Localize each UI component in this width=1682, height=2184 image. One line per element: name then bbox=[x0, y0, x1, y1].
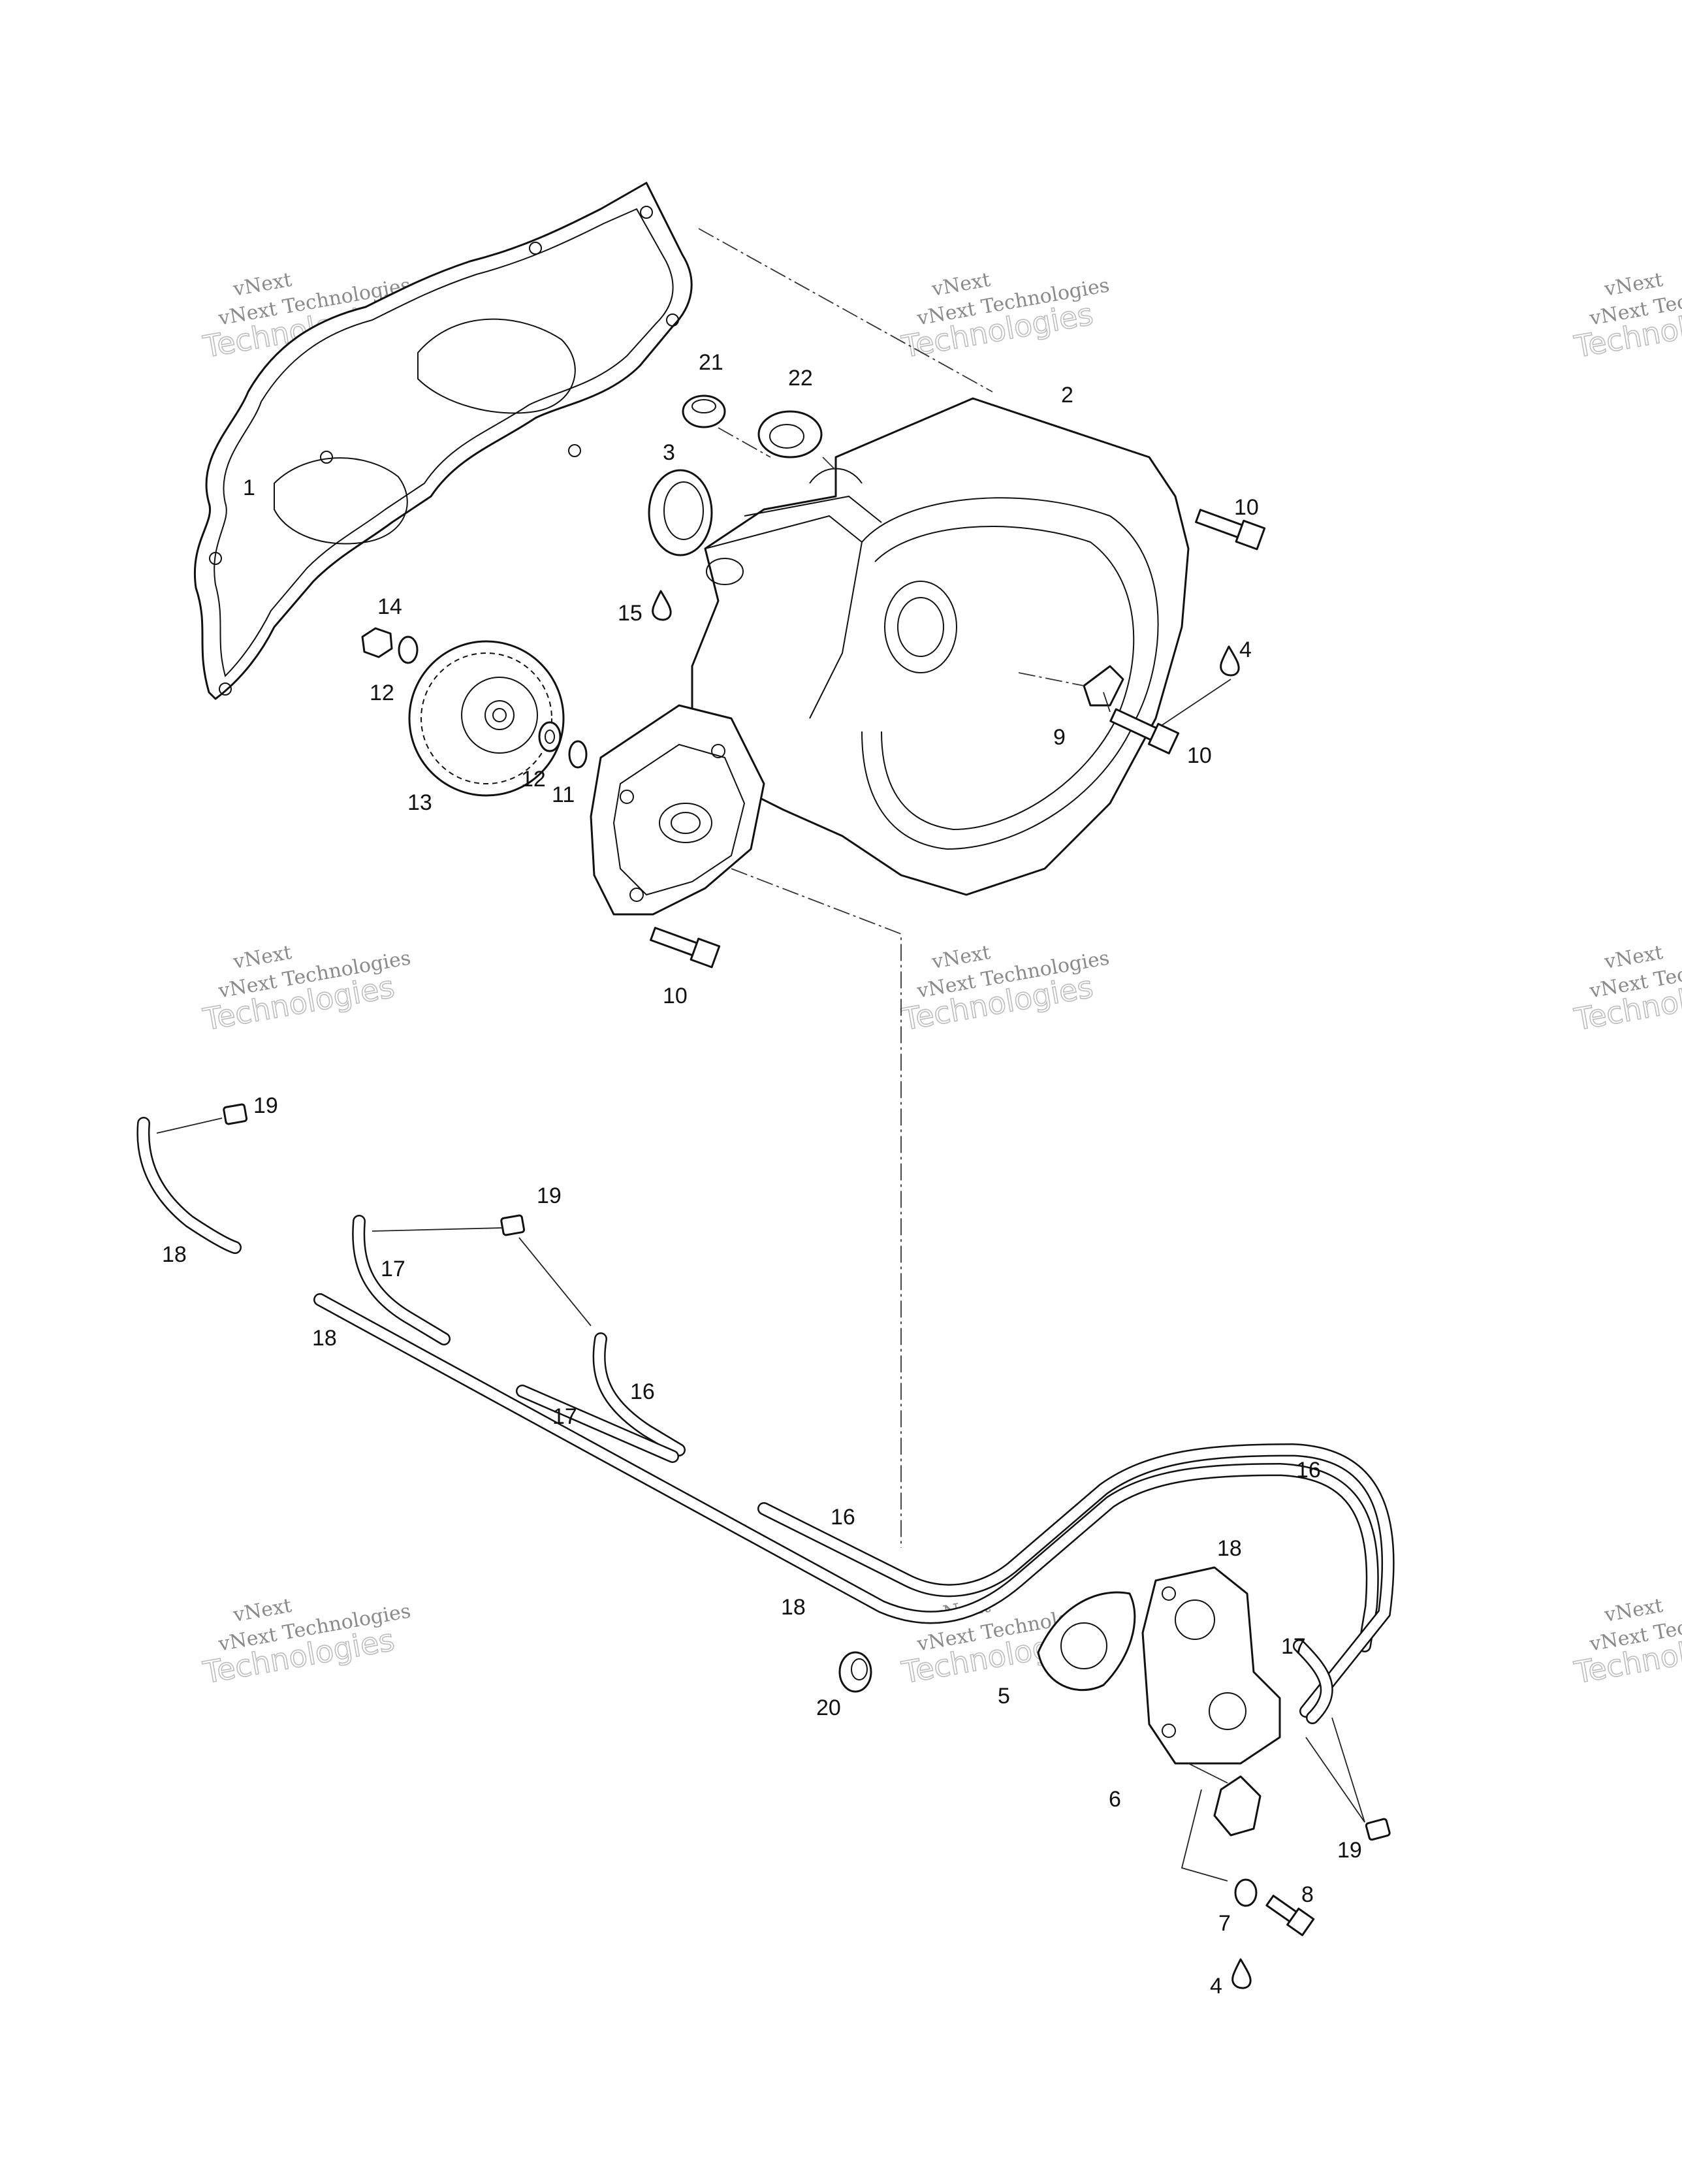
gasket-hole-2 bbox=[529, 242, 542, 255]
nut-part-14 bbox=[361, 627, 393, 658]
watermark-low-left: vNext vNext Technologies Technologies bbox=[200, 1594, 413, 1691]
gasket-hole-7 bbox=[219, 682, 232, 696]
hose-part-17-left bbox=[352, 1215, 451, 1345]
callout-16-right: 16 bbox=[1296, 1458, 1321, 1483]
clip-part-19-b bbox=[500, 1214, 526, 1236]
sleeve-part-20 bbox=[838, 1651, 872, 1693]
callout-3: 3 bbox=[663, 440, 675, 465]
gasket-hole-6 bbox=[209, 552, 222, 565]
alignment-line-gasket bbox=[698, 228, 993, 393]
droplet-icon-15 bbox=[652, 590, 672, 621]
callout-18-left: 18 bbox=[312, 1326, 337, 1351]
callout-labels: 1 2 3 4 4 5 6 7 8 9 10 10 10 11 12 12 13… bbox=[162, 350, 1362, 1999]
hose-part-18-long bbox=[313, 1293, 1379, 1652]
watermark-mid-left: vNext vNext Technologies Technologies bbox=[200, 941, 413, 1038]
washer-part-7 bbox=[1234, 1878, 1258, 1907]
housing-port bbox=[706, 558, 744, 585]
callout-2: 2 bbox=[1061, 383, 1073, 408]
callout-17-right: 17 bbox=[1281, 1634, 1306, 1659]
callout-4-top: 4 bbox=[1239, 637, 1252, 662]
callout-17-left: 17 bbox=[381, 1257, 405, 1281]
watermark-top-right: vNext vNext Technologies Technologies bbox=[1571, 268, 1682, 365]
hose-part-18-upper-left bbox=[136, 1117, 242, 1254]
callout-1: 1 bbox=[243, 475, 255, 500]
oil-seal-part-3 bbox=[648, 469, 713, 556]
callout-5: 5 bbox=[998, 1684, 1010, 1709]
watermark-mid-center: vNext vNext Technologies Technologies bbox=[898, 941, 1111, 1038]
hose-part-17-mid bbox=[516, 1385, 679, 1463]
callout-15: 15 bbox=[618, 601, 643, 626]
hose-part-17-right bbox=[1293, 1639, 1333, 1724]
callout-10-low: 10 bbox=[663, 984, 688, 1008]
pump-lever bbox=[1213, 1775, 1262, 1837]
callout-12-lower: 12 bbox=[521, 767, 546, 792]
callout-17-mid: 17 bbox=[552, 1404, 577, 1429]
clip-part-19-a bbox=[223, 1103, 248, 1125]
bolt-part-10-mid bbox=[1109, 708, 1180, 755]
gasket-part-1 bbox=[194, 182, 693, 700]
callout-13: 13 bbox=[407, 790, 432, 815]
callout-10-mid: 10 bbox=[1187, 743, 1212, 768]
housing-bore bbox=[884, 581, 957, 673]
callout-7: 7 bbox=[1218, 1911, 1231, 1936]
callout-21: 21 bbox=[699, 350, 723, 375]
plug-part-22 bbox=[757, 410, 823, 458]
clip-part-19-c bbox=[1365, 1818, 1391, 1841]
callout-12-upper: 12 bbox=[370, 681, 394, 705]
plug-part-21 bbox=[682, 394, 726, 428]
pump-gasket-part-5 bbox=[1037, 1591, 1136, 1692]
hose-part-16-long bbox=[757, 1443, 1395, 1718]
watermark-top-center: vNext vNext Technologies Technologies bbox=[898, 268, 1111, 365]
callout-19-c: 19 bbox=[1337, 1838, 1362, 1863]
callout-19-b: 19 bbox=[537, 1183, 562, 1208]
callout-16-mid: 16 bbox=[831, 1505, 855, 1530]
gasket-hole-4 bbox=[568, 444, 581, 457]
callout-14: 14 bbox=[377, 594, 402, 619]
gasket-hole-1 bbox=[640, 206, 653, 219]
callout-20: 20 bbox=[816, 1695, 841, 1720]
callout-11: 11 bbox=[552, 782, 575, 807]
bolt-part-10-low bbox=[650, 927, 721, 969]
callout-8: 8 bbox=[1301, 1882, 1314, 1907]
alignment-line-plug bbox=[718, 427, 771, 458]
bracket-part-9 bbox=[1083, 665, 1124, 707]
alignment-line-bracket bbox=[1018, 672, 1085, 686]
callout-18-right: 18 bbox=[1217, 1536, 1242, 1561]
gasket-hole-5 bbox=[320, 451, 333, 464]
pump-mount-flange bbox=[590, 704, 765, 916]
washer-part-11 bbox=[568, 740, 588, 769]
gear-part-13 bbox=[408, 640, 565, 797]
bolt-part-10-top bbox=[1195, 509, 1266, 551]
watermark-mid-right: vNext vNext Technologies Technologies bbox=[1571, 941, 1682, 1038]
callout-4-bottom: 4 bbox=[1210, 1974, 1222, 1999]
washer-part-12-upper bbox=[398, 635, 419, 664]
callout-18-upper-left: 18 bbox=[162, 1242, 187, 1267]
callout-22: 22 bbox=[788, 366, 813, 391]
washer-part-12-lower bbox=[538, 721, 562, 752]
hose-part-16-short bbox=[592, 1332, 686, 1456]
housing-part-2 bbox=[691, 397, 1190, 896]
callout-18-center: 18 bbox=[781, 1595, 806, 1620]
droplet-icon-4-top bbox=[1220, 645, 1240, 677]
callout-10-top: 10 bbox=[1234, 495, 1259, 520]
watermark-low-right: vNext vNext Technologies Technologies bbox=[1571, 1594, 1682, 1691]
callout-19-a: 19 bbox=[253, 1093, 278, 1118]
bolt-part-8 bbox=[1265, 1895, 1315, 1936]
droplet-icon-4-bottom bbox=[1231, 1958, 1252, 1989]
callout-9: 9 bbox=[1053, 725, 1066, 750]
callout-16-short: 16 bbox=[630, 1379, 655, 1404]
oil-pump-part-6 bbox=[1141, 1566, 1281, 1837]
callout-6: 6 bbox=[1109, 1787, 1121, 1812]
alignment-line-center bbox=[731, 868, 902, 1548]
gasket-hole-3 bbox=[666, 313, 679, 327]
